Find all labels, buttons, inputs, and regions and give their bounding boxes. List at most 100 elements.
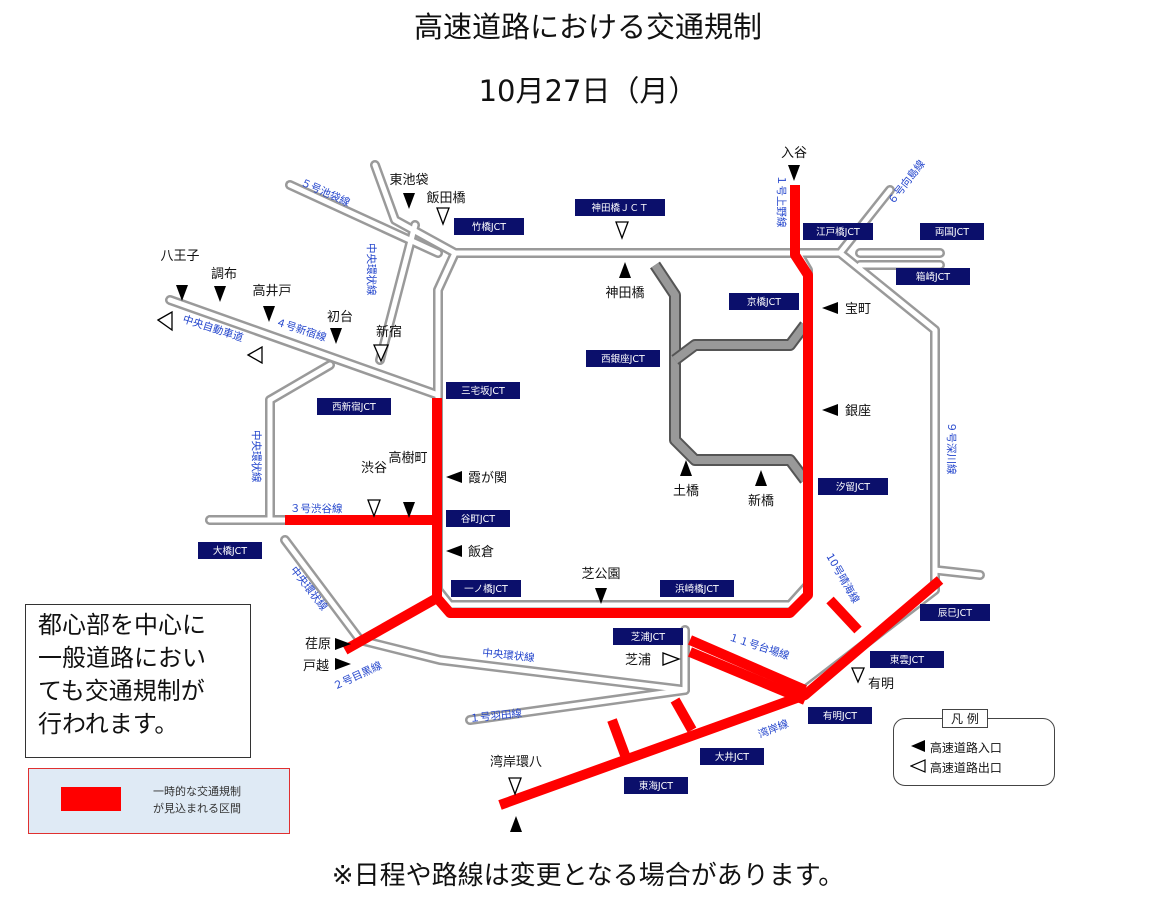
- place-ariake: 有明: [868, 677, 894, 692]
- place-labels: 入谷 東池袋 飯田橋 八王子 調布 高井戸 初台 新宿 神田橋 宝町 銀座 渋谷…: [160, 146, 894, 770]
- exit-icon: [373, 344, 389, 363]
- restriction-route11b: [688, 647, 807, 705]
- restriction-branch-a: [607, 718, 630, 757]
- place-hachioji: 八王子: [160, 249, 199, 264]
- place-takaido: 高井戸: [252, 283, 291, 299]
- svg-text:一ノ橋JCT: 一ノ橋JCT: [464, 583, 508, 595]
- place-shinjuku: 新宿: [376, 324, 402, 340]
- svg-text:辰巳JCT: 辰巳JCT: [938, 608, 972, 619]
- route-wangan: 湾岸線: [756, 717, 791, 741]
- jct-nishishinjuku: 西新宿JCT: [317, 398, 391, 415]
- exit-icon: [662, 652, 681, 666]
- entrance-icon: [619, 262, 631, 278]
- restriction-branch-b: [670, 697, 697, 733]
- place-takagicho: 高樹町: [388, 450, 427, 466]
- jct-ichinohashi: 一ノ橋JCT: [451, 580, 521, 597]
- restriction-key-text: 一時的な交通規制 が見込まれる区間: [153, 785, 241, 815]
- svg-text:大橋JCT: 大橋JCT: [213, 545, 247, 557]
- entrance-icon: [263, 306, 275, 322]
- jct-ohashi: 大橋JCT: [198, 542, 262, 559]
- legend-box: 凡 例 高速道路入口 高速道路出口: [893, 709, 1055, 786]
- route-r10: 10号晴海線: [823, 551, 862, 606]
- notice-line: 都心部を中心に: [38, 611, 206, 639]
- road-network: [165, 160, 985, 725]
- svg-text:両国JCT: 両国JCT: [935, 227, 969, 238]
- svg-text:汐留JCT: 汐留JCT: [836, 481, 870, 493]
- entrance-icon: [335, 658, 351, 670]
- jct-takebashi: 竹橋JCT: [454, 218, 524, 235]
- jct-tanimachi: 谷町JCT: [446, 510, 510, 527]
- exit-icon: [615, 221, 629, 240]
- route-r6: ６号向島線: [885, 157, 928, 207]
- jct-kandabashi: 神田橋ＪＣＴ: [575, 199, 665, 216]
- entrance-icon: [403, 193, 415, 209]
- legend-entrance: 高速道路入口: [910, 739, 1002, 756]
- place-hatsudai: 初台: [327, 310, 353, 325]
- entrance-icon: [595, 588, 607, 604]
- route-central-w: 中央環状線: [250, 430, 263, 483]
- page-date: 10月27日（月）: [478, 74, 698, 108]
- place-iikura: 飯倉: [468, 545, 494, 560]
- place-dobashi: 土橋: [673, 484, 699, 499]
- svg-text:大井JCT: 大井JCT: [715, 751, 749, 763]
- entrance-icon: [788, 165, 800, 181]
- jct-kyobashi: 京橋JCT: [729, 293, 799, 310]
- entrance-icon: [446, 545, 462, 557]
- notice-line: 一般道路におい: [38, 644, 206, 672]
- svg-text:神田橋ＪＣＴ: 神田橋ＪＣＴ: [591, 202, 648, 214]
- jct-nishiginza: 西銀座JCT: [586, 350, 660, 367]
- route-central-n: 中央環状線: [365, 243, 378, 296]
- jct-tokai: 東海JCT: [624, 777, 688, 794]
- notice-box: 都心部を中心に 一般道路におい ても交通規制が 行われます。: [25, 604, 251, 758]
- entrance-icon: [755, 470, 767, 486]
- svg-text:谷町JCT: 谷町JCT: [461, 514, 495, 525]
- place-shibaura: 芝浦: [625, 652, 651, 668]
- svg-text:西銀座JCT: 西銀座JCT: [601, 353, 645, 365]
- place-iidabashi: 飯田橋: [426, 191, 465, 206]
- jct-ryogoku: 両国JCT: [920, 223, 984, 240]
- entrance-markers: [176, 165, 838, 832]
- restriction-sections: [285, 185, 944, 810]
- svg-text:有明JCT: 有明JCT: [823, 710, 857, 722]
- jct-hakozaki: 箱崎JCT: [896, 268, 970, 285]
- svg-text:江戸橋JCT: 江戸橋JCT: [816, 226, 860, 238]
- svg-text:西新宿JCT: 西新宿JCT: [332, 401, 376, 413]
- place-higashiikebukuro: 東池袋: [389, 172, 428, 188]
- notice-line: 行われます。: [38, 710, 179, 738]
- legend-title: 凡 例: [942, 709, 988, 728]
- svg-text:京橋JCT: 京橋JCT: [747, 296, 781, 308]
- place-chofu: 調布: [211, 267, 237, 282]
- restriction-wangan: [498, 576, 944, 810]
- entrance-icon: [510, 816, 522, 832]
- legend-exit: 高速道路出口: [909, 759, 1002, 776]
- jct-shiodome: 汐留JCT: [818, 478, 888, 495]
- jct-miyakezaka: 三宅坂JCT: [446, 382, 520, 399]
- svg-text:東雲JCT: 東雲JCT: [890, 654, 924, 666]
- route-central-sw: 中央環状線: [482, 646, 536, 664]
- place-ebara: 荏原: [305, 637, 331, 652]
- inner-loop: [650, 261, 810, 484]
- footnote: ※日程や路線は変更となる場合があります。: [331, 861, 845, 891]
- notice-line: ても交通規制が: [38, 677, 205, 705]
- place-wangan-kanpachi: 湾岸環八: [490, 754, 542, 770]
- svg-text:東海JCT: 東海JCT: [639, 780, 673, 792]
- jct-oi: 大井JCT: [700, 748, 764, 765]
- exit-icon: [156, 310, 173, 332]
- entrance-icon: [822, 302, 838, 314]
- place-kandabashi: 神田橋: [605, 286, 644, 301]
- restriction-route10: [826, 596, 862, 634]
- svg-text:竹橋JCT: 竹橋JCT: [472, 221, 506, 233]
- page-title: 高速道路における交通規制: [413, 10, 762, 44]
- jct-shibaura: 芝浦JCT: [613, 628, 683, 645]
- exit-markers: [156, 207, 865, 796]
- svg-text:浜崎橋JCT: 浜崎橋JCT: [675, 583, 719, 595]
- route-r9: ９号深川線: [945, 422, 958, 475]
- entrance-icon: [910, 739, 926, 756]
- place-togoshi: 戸越: [303, 659, 329, 674]
- exit-icon: [909, 759, 926, 776]
- place-shibakoen: 芝公園: [581, 566, 620, 582]
- place-iriya: 入谷: [781, 146, 807, 161]
- entrance-icon: [214, 286, 226, 302]
- entrance-icon: [330, 328, 342, 344]
